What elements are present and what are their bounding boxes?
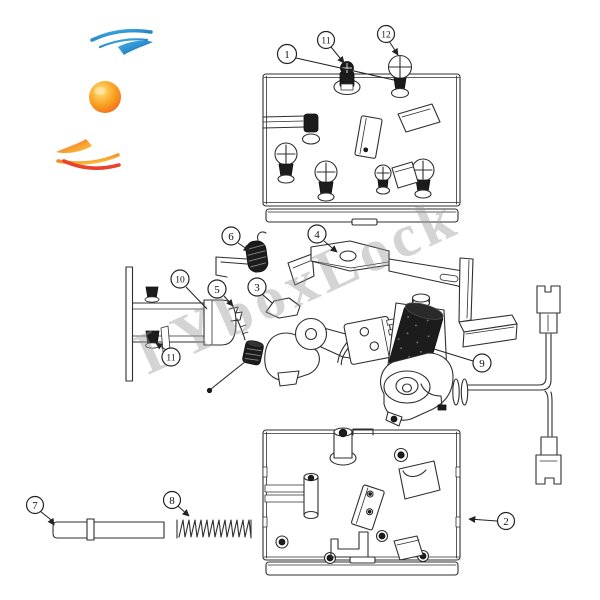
part-9-motor-assembly xyxy=(380,293,454,427)
callout-10: 10 xyxy=(170,269,208,310)
svg-text:1: 1 xyxy=(284,49,290,61)
mechanism-assembly xyxy=(125,231,562,485)
logo-blue-wisp-2 xyxy=(98,38,149,49)
cover-plate-insert xyxy=(354,115,383,159)
connector-plug-top xyxy=(536,285,561,334)
callout-12: 12 xyxy=(376,24,399,56)
svg-text:8: 8 xyxy=(169,495,175,507)
case-post-2 xyxy=(303,472,319,520)
case-bracket-right xyxy=(393,535,424,561)
part-7-shaft xyxy=(52,518,165,541)
connector-plug-bottom xyxy=(535,436,562,485)
callout-11-top: 11 xyxy=(316,30,345,64)
case-u-bracket xyxy=(330,531,369,558)
bottom-case-tab xyxy=(349,556,376,564)
svg-text:7: 7 xyxy=(32,500,38,512)
part-5-wire-linkage xyxy=(206,306,264,394)
callout-5: 5 xyxy=(207,279,234,307)
svg-text:10: 10 xyxy=(175,276,185,286)
phillips-screw xyxy=(411,158,435,199)
svg-text:2: 2 xyxy=(503,516,509,528)
cover-side-bar xyxy=(262,113,321,145)
top-edge-notch xyxy=(352,428,374,436)
case-post xyxy=(329,427,357,466)
svg-text:12: 12 xyxy=(381,31,391,41)
svg-text:9: 9 xyxy=(479,358,485,370)
release-lever xyxy=(458,257,518,348)
callout-7: 7 xyxy=(25,495,55,526)
callout-9: 9 xyxy=(433,348,492,373)
svg-text:4: 4 xyxy=(314,229,320,241)
case-pocket-bracket xyxy=(398,460,441,500)
callout-2: 2 xyxy=(468,511,516,531)
cover-bracket-b xyxy=(391,161,419,189)
svg-text:11: 11 xyxy=(321,37,330,47)
case-hole-2 xyxy=(275,535,289,549)
logo-blue-wisp xyxy=(90,28,153,42)
callout-6: 6 xyxy=(221,226,251,252)
svg-text:3: 3 xyxy=(254,282,260,294)
logo-ball-highlight xyxy=(94,87,106,95)
callout-1: 1 xyxy=(276,43,395,81)
screw-12-target xyxy=(387,54,413,99)
callout-3: 3 xyxy=(247,277,273,304)
logo-red-flourish xyxy=(62,159,121,170)
logo-orange-tail xyxy=(56,139,92,154)
callout-4: 4 xyxy=(307,224,338,253)
svg-text:6: 6 xyxy=(228,231,234,243)
part-6-torsion-spring xyxy=(215,231,269,278)
part-2-bottom-case xyxy=(262,427,461,576)
phillips-screw xyxy=(274,142,298,184)
phillips-screw xyxy=(314,160,338,202)
screw-11-target xyxy=(333,61,361,96)
part-1-top-cover-plate xyxy=(262,54,461,226)
callouts: 1 11 12 6 4 10 5 xyxy=(25,24,516,531)
svg-text:11: 11 xyxy=(166,354,175,364)
callout-8: 8 xyxy=(162,490,190,517)
logo-blue-tail xyxy=(118,40,153,55)
wire-harness xyxy=(452,285,562,485)
case-plate-insert xyxy=(351,484,385,531)
part-8-coil-spring xyxy=(176,519,252,539)
svg-text:5: 5 xyxy=(214,284,220,296)
bottom-case-strip xyxy=(265,561,459,576)
brand-logo-icon xyxy=(52,28,158,170)
cover-bracket-a xyxy=(397,103,441,133)
top-cover-tab xyxy=(351,218,378,226)
logo-center-ball xyxy=(89,81,121,113)
part-10-cylinder-on-plate xyxy=(125,266,237,382)
case-hole xyxy=(393,447,409,463)
callout-11-bottom: 11 xyxy=(155,342,181,367)
small-screw xyxy=(374,164,392,195)
micro-switch xyxy=(337,315,398,366)
motor-terminal xyxy=(437,404,447,411)
